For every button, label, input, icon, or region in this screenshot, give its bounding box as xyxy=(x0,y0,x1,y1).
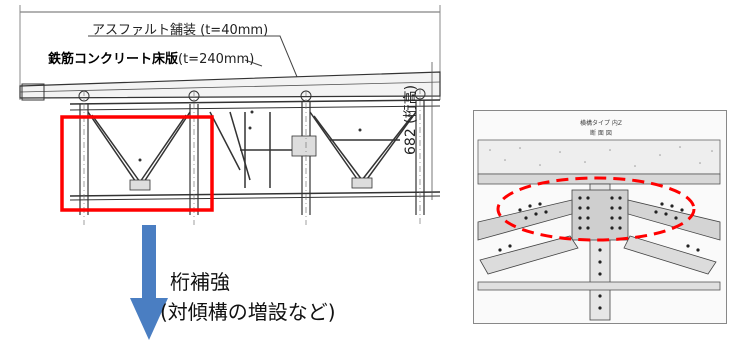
deck-slab xyxy=(19,71,441,99)
caption-girder-reinforcement: 桁補強 xyxy=(170,270,230,294)
caption-cross-frame-addition: (対傾構の増設など) xyxy=(160,300,336,324)
down-arrow xyxy=(130,225,168,340)
connection-highlight-ellipse xyxy=(496,176,696,242)
detail-subtitle: 断 面 図 xyxy=(590,130,612,137)
slab-thickness-label: (t=240mm) xyxy=(178,52,255,67)
asphalt-label: アスファルト舗装 (t=40mm) xyxy=(92,23,269,38)
cross-bracing xyxy=(87,111,417,189)
girder-webs xyxy=(79,100,425,215)
reinforcement-highlight-box xyxy=(60,115,214,212)
slab-main-label: 鉄筋コンクリート床版 xyxy=(48,52,179,67)
slab-label: 鉄筋コンクリート床版(t=240mm) xyxy=(48,48,254,67)
detail-title: 横構タイプ 内Z xyxy=(580,120,623,127)
